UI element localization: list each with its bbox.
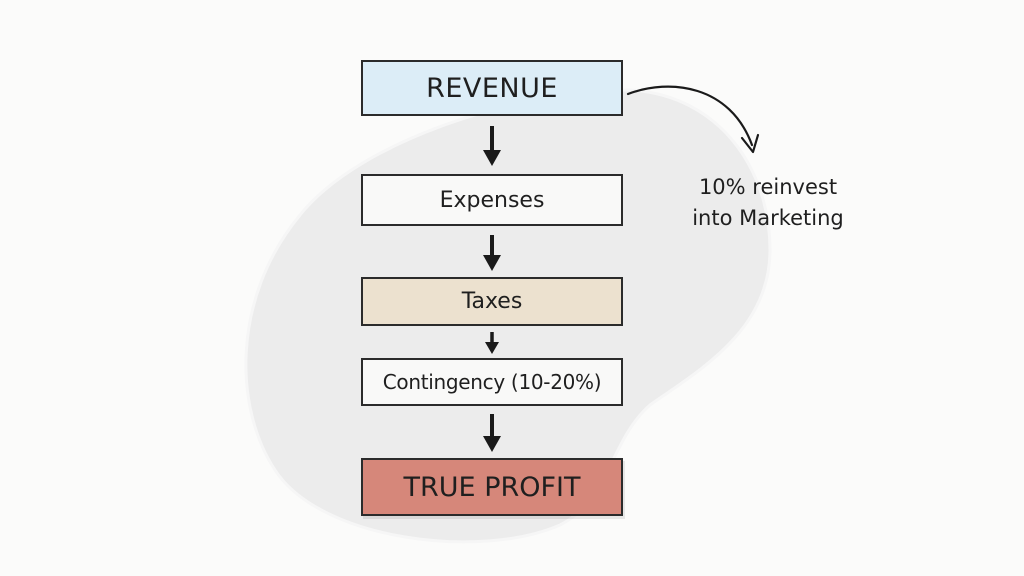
contingency-box: Contingency (10-20%) (361, 358, 623, 406)
true-profit-label: TRUE PROFIT (403, 471, 581, 503)
arrow-down-icon (483, 235, 501, 271)
taxes-box: Taxes (361, 277, 623, 326)
reinvest-note-line1: 10% reinvest (698, 175, 838, 199)
contingency-label: Contingency (10-20%) (382, 370, 602, 394)
true-profit-box: TRUE PROFIT (361, 458, 623, 516)
reinvest-note: 10% reinvest into Marketing (668, 172, 868, 234)
taxes-label: Taxes (461, 289, 523, 314)
revenue-box: REVENUE (361, 60, 623, 116)
reinvest-note-line2: into Marketing (692, 206, 844, 230)
expenses-label: Expenses (439, 187, 545, 213)
revenue-label: REVENUE (426, 72, 558, 104)
arrow-down-icon (485, 332, 499, 354)
expenses-box: Expenses (361, 174, 623, 226)
arrow-down-icon (483, 126, 501, 166)
arrow-down-icon (483, 414, 501, 452)
